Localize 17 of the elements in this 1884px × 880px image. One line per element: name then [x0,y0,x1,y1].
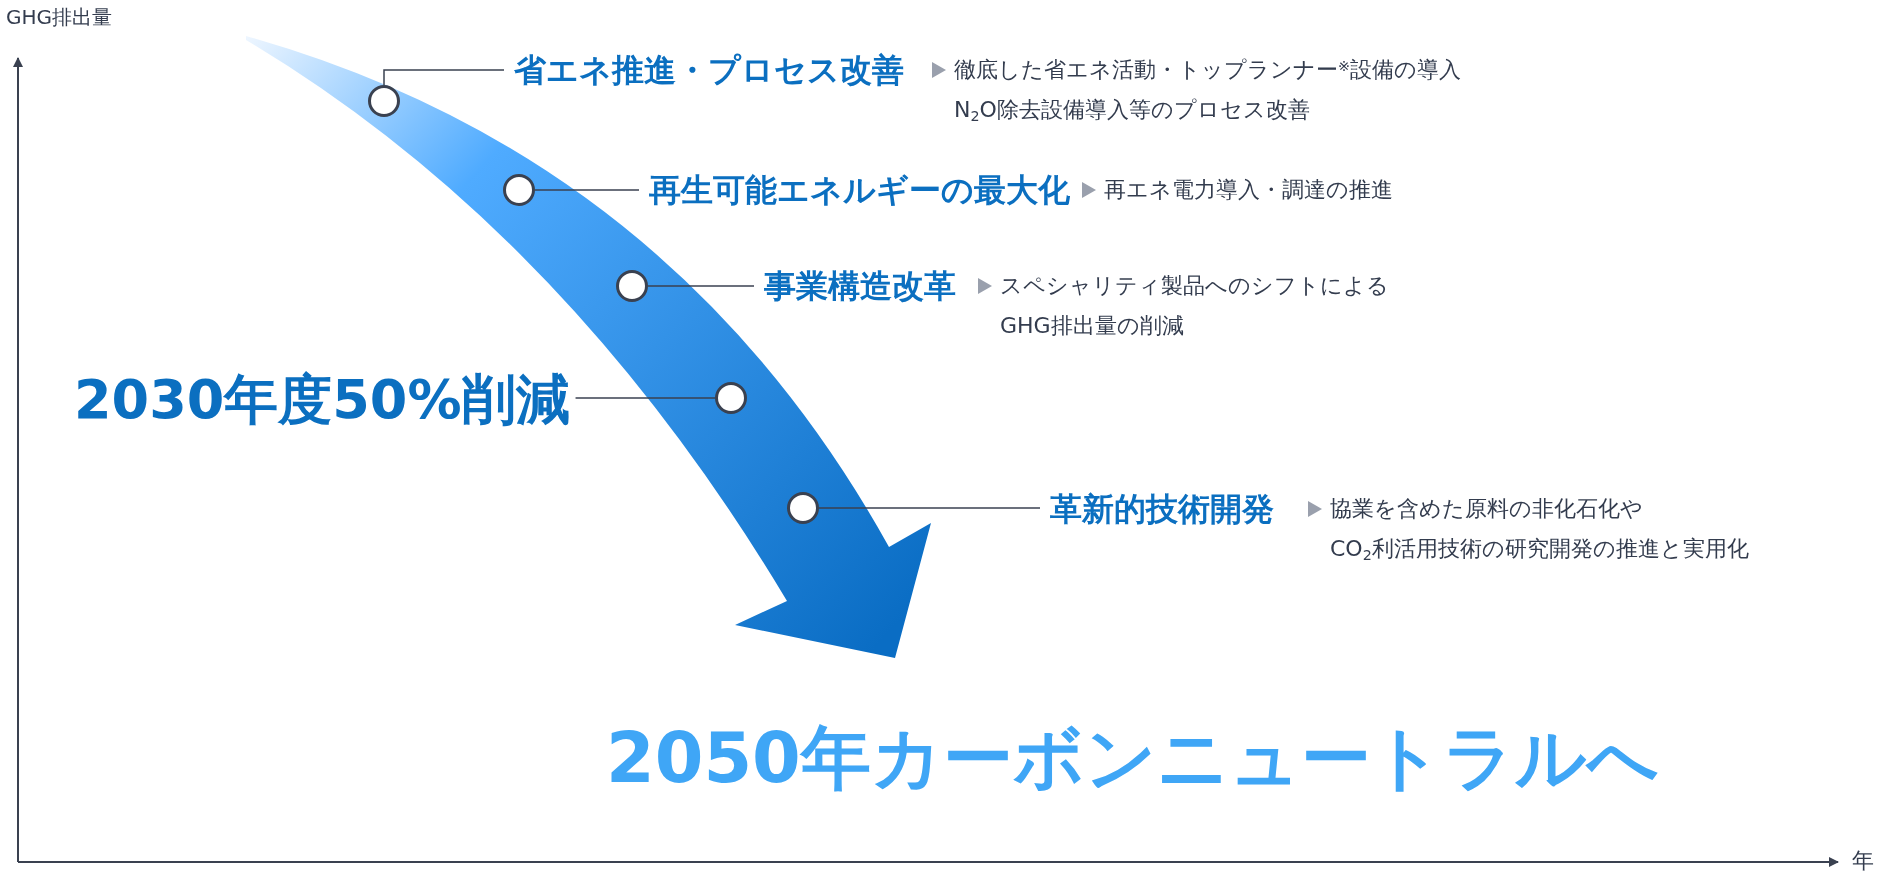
description-text: 再エネ電力導入・調達の推進 [1104,176,1393,204]
measure-heading: 革新的技術開発 [1050,490,1274,528]
leader-line [383,69,505,86]
leader-line [574,397,716,399]
measure-heading: 省エネ推進・プロセス改善 [514,51,904,89]
leader-line [647,285,755,287]
axis-title: 年 [1852,847,1874,875]
description-text: スペシャリティ製品へのシフトによるGHG排出量の削減 [1000,272,1389,340]
milestone-text: 2030年度50%削減 [74,368,570,431]
axis-title: GHG排出量 [6,4,113,31]
goal-text: 2050年カーボンニュートラルへ [606,716,1659,801]
description-text: 協業を含めた原料の非化石化やCO$_{2}$利活用技術の研究開発の推進と実用化 [1330,495,1749,565]
description-text: 徹底した省エネ活動・トップランナー$^{※}$設備の導入N$_{2}$O除去設備導入等のプロセス改善 [954,56,1462,126]
leader-line [534,189,640,191]
measure-heading: 再生可能エネルギーの最大化 [649,171,1070,209]
leader-line [818,507,1041,509]
measure-heading: 事業構造改革 [764,267,956,305]
